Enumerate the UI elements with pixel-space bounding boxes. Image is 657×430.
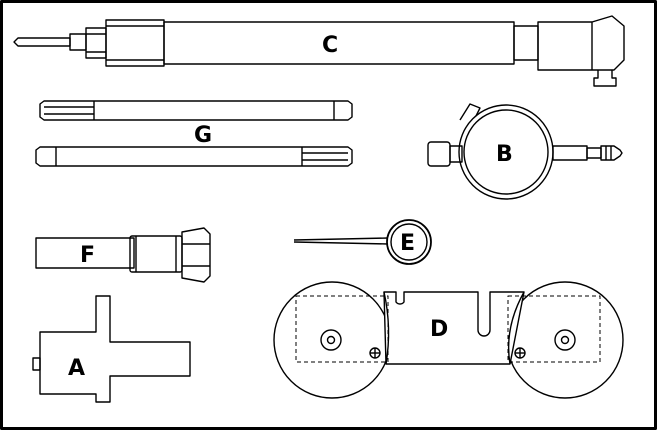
tool-e-ring-outer — [386, 219, 432, 265]
tool-b-stem-left — [427, 141, 451, 167]
tool-f-bolt: F — [35, 227, 211, 283]
tool-c-head — [537, 15, 625, 71]
tool-d-dash-right — [507, 295, 601, 363]
tool-f-thread — [129, 235, 183, 273]
label-f: F — [80, 243, 95, 268]
tool-c-neck — [513, 25, 539, 61]
tool-d-dash-left — [295, 295, 389, 363]
label-a: A — [68, 356, 85, 381]
tool-a-stub — [32, 357, 41, 371]
tool-a-outline — [39, 295, 191, 403]
tool-c-nut — [85, 27, 107, 59]
tool-d-bar — [383, 291, 525, 365]
tool-f-shank — [35, 237, 135, 269]
tool-e-wire-line — [293, 237, 389, 245]
tool-b-stem-right — [552, 145, 588, 161]
tool-a-bracket: A — [32, 295, 191, 403]
label-g: G — [194, 123, 212, 148]
tool-c-body — [163, 21, 515, 65]
label-b: B — [496, 142, 513, 167]
tool-d-disc-right — [506, 281, 624, 399]
tool-e-ring-inner — [390, 223, 428, 261]
tool-b-dial-inner — [463, 109, 549, 195]
tool-g-pins: G — [35, 100, 353, 167]
label-c: C — [322, 33, 338, 58]
label-e: E — [400, 231, 415, 256]
tool-d-plate: D — [273, 281, 624, 399]
tool-b-dial-gauge: B — [427, 103, 623, 200]
tool-g-pin-upper — [39, 100, 353, 121]
tool-c-driver: C — [13, 15, 625, 87]
tool-d-hub-left — [320, 329, 342, 351]
tool-d-crosshair-right — [514, 347, 526, 359]
tool-d-hub-right — [554, 329, 576, 351]
tool-c-socket — [593, 70, 617, 87]
tool-d-crosshair-left — [369, 347, 381, 359]
tool-b-probe — [600, 145, 623, 161]
tool-c-collar — [69, 33, 87, 51]
tool-c-tip — [13, 37, 71, 47]
label-d: D — [430, 317, 448, 342]
tool-g-pin-lower — [35, 146, 353, 167]
tool-d-disc-left — [273, 281, 391, 399]
tool-e-wire: E — [293, 219, 432, 265]
tool-f-head — [181, 227, 211, 283]
tool-b-lug — [459, 103, 481, 121]
tool-c-grip — [105, 19, 165, 67]
